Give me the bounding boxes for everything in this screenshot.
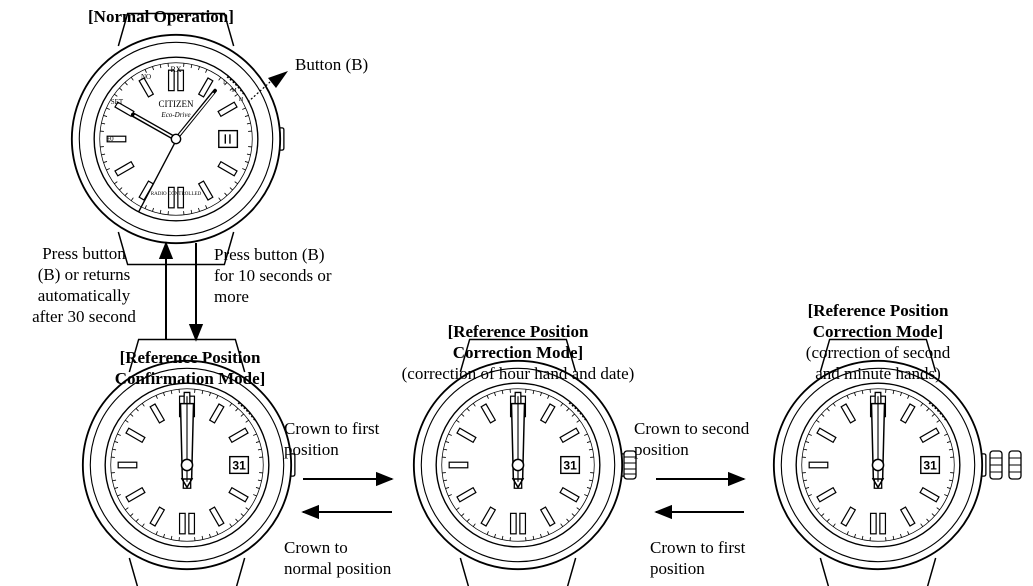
- crown-first-position: [623, 450, 637, 480]
- watch-normal: [70, 12, 285, 266]
- crown-normal-position-label: Crown to normal position: [284, 538, 392, 578]
- second-correction-mode-subtitle: (correction of second and minute hands): [805, 343, 951, 383]
- button-pointer-line: [247, 81, 271, 103]
- button-b-label: Button (B): [295, 55, 369, 74]
- watch-marker-l: L: [223, 80, 227, 86]
- watch-marker-h: H: [239, 97, 244, 103]
- crown-first-position-label: Crown to first position: [284, 419, 380, 459]
- button-pointer-arrow: [268, 71, 288, 88]
- crown-second-position-label: Crown to second position: [634, 419, 750, 459]
- crown-second-position: [989, 450, 1022, 480]
- normal-operation-title: [Normal Operation]: [88, 7, 234, 26]
- up-arrow-label: Press button (B) or returns automaticall…: [32, 244, 136, 326]
- hour-correction-mode-subtitle: (correction of hour hand and date): [401, 364, 635, 383]
- second-correction-mode-title: [Reference Position Correction Mode]: [807, 301, 949, 341]
- watch-marker-no: NO: [141, 73, 151, 81]
- watch-marker-rx: RX: [170, 65, 181, 74]
- confirmation-mode-title: [Reference Position Confirmation Mode]: [114, 348, 266, 388]
- hour-correction-mode-title: [Reference Position Correction Mode]: [447, 322, 589, 362]
- down-arrow-label: Press button (B) for 10 seconds or more: [214, 245, 332, 306]
- watch-marker-m: M: [231, 88, 237, 94]
- watch-caption: RADIO CONTROLLED: [151, 192, 202, 197]
- watch-model: Eco-Drive: [160, 111, 190, 119]
- crown-back-first-position-label: Crown to first position: [650, 538, 746, 578]
- watch-marker-set: SET: [111, 98, 124, 106]
- watch-brand: CITIZEN: [159, 99, 194, 109]
- watch-marker-zero: ±0: [106, 135, 114, 143]
